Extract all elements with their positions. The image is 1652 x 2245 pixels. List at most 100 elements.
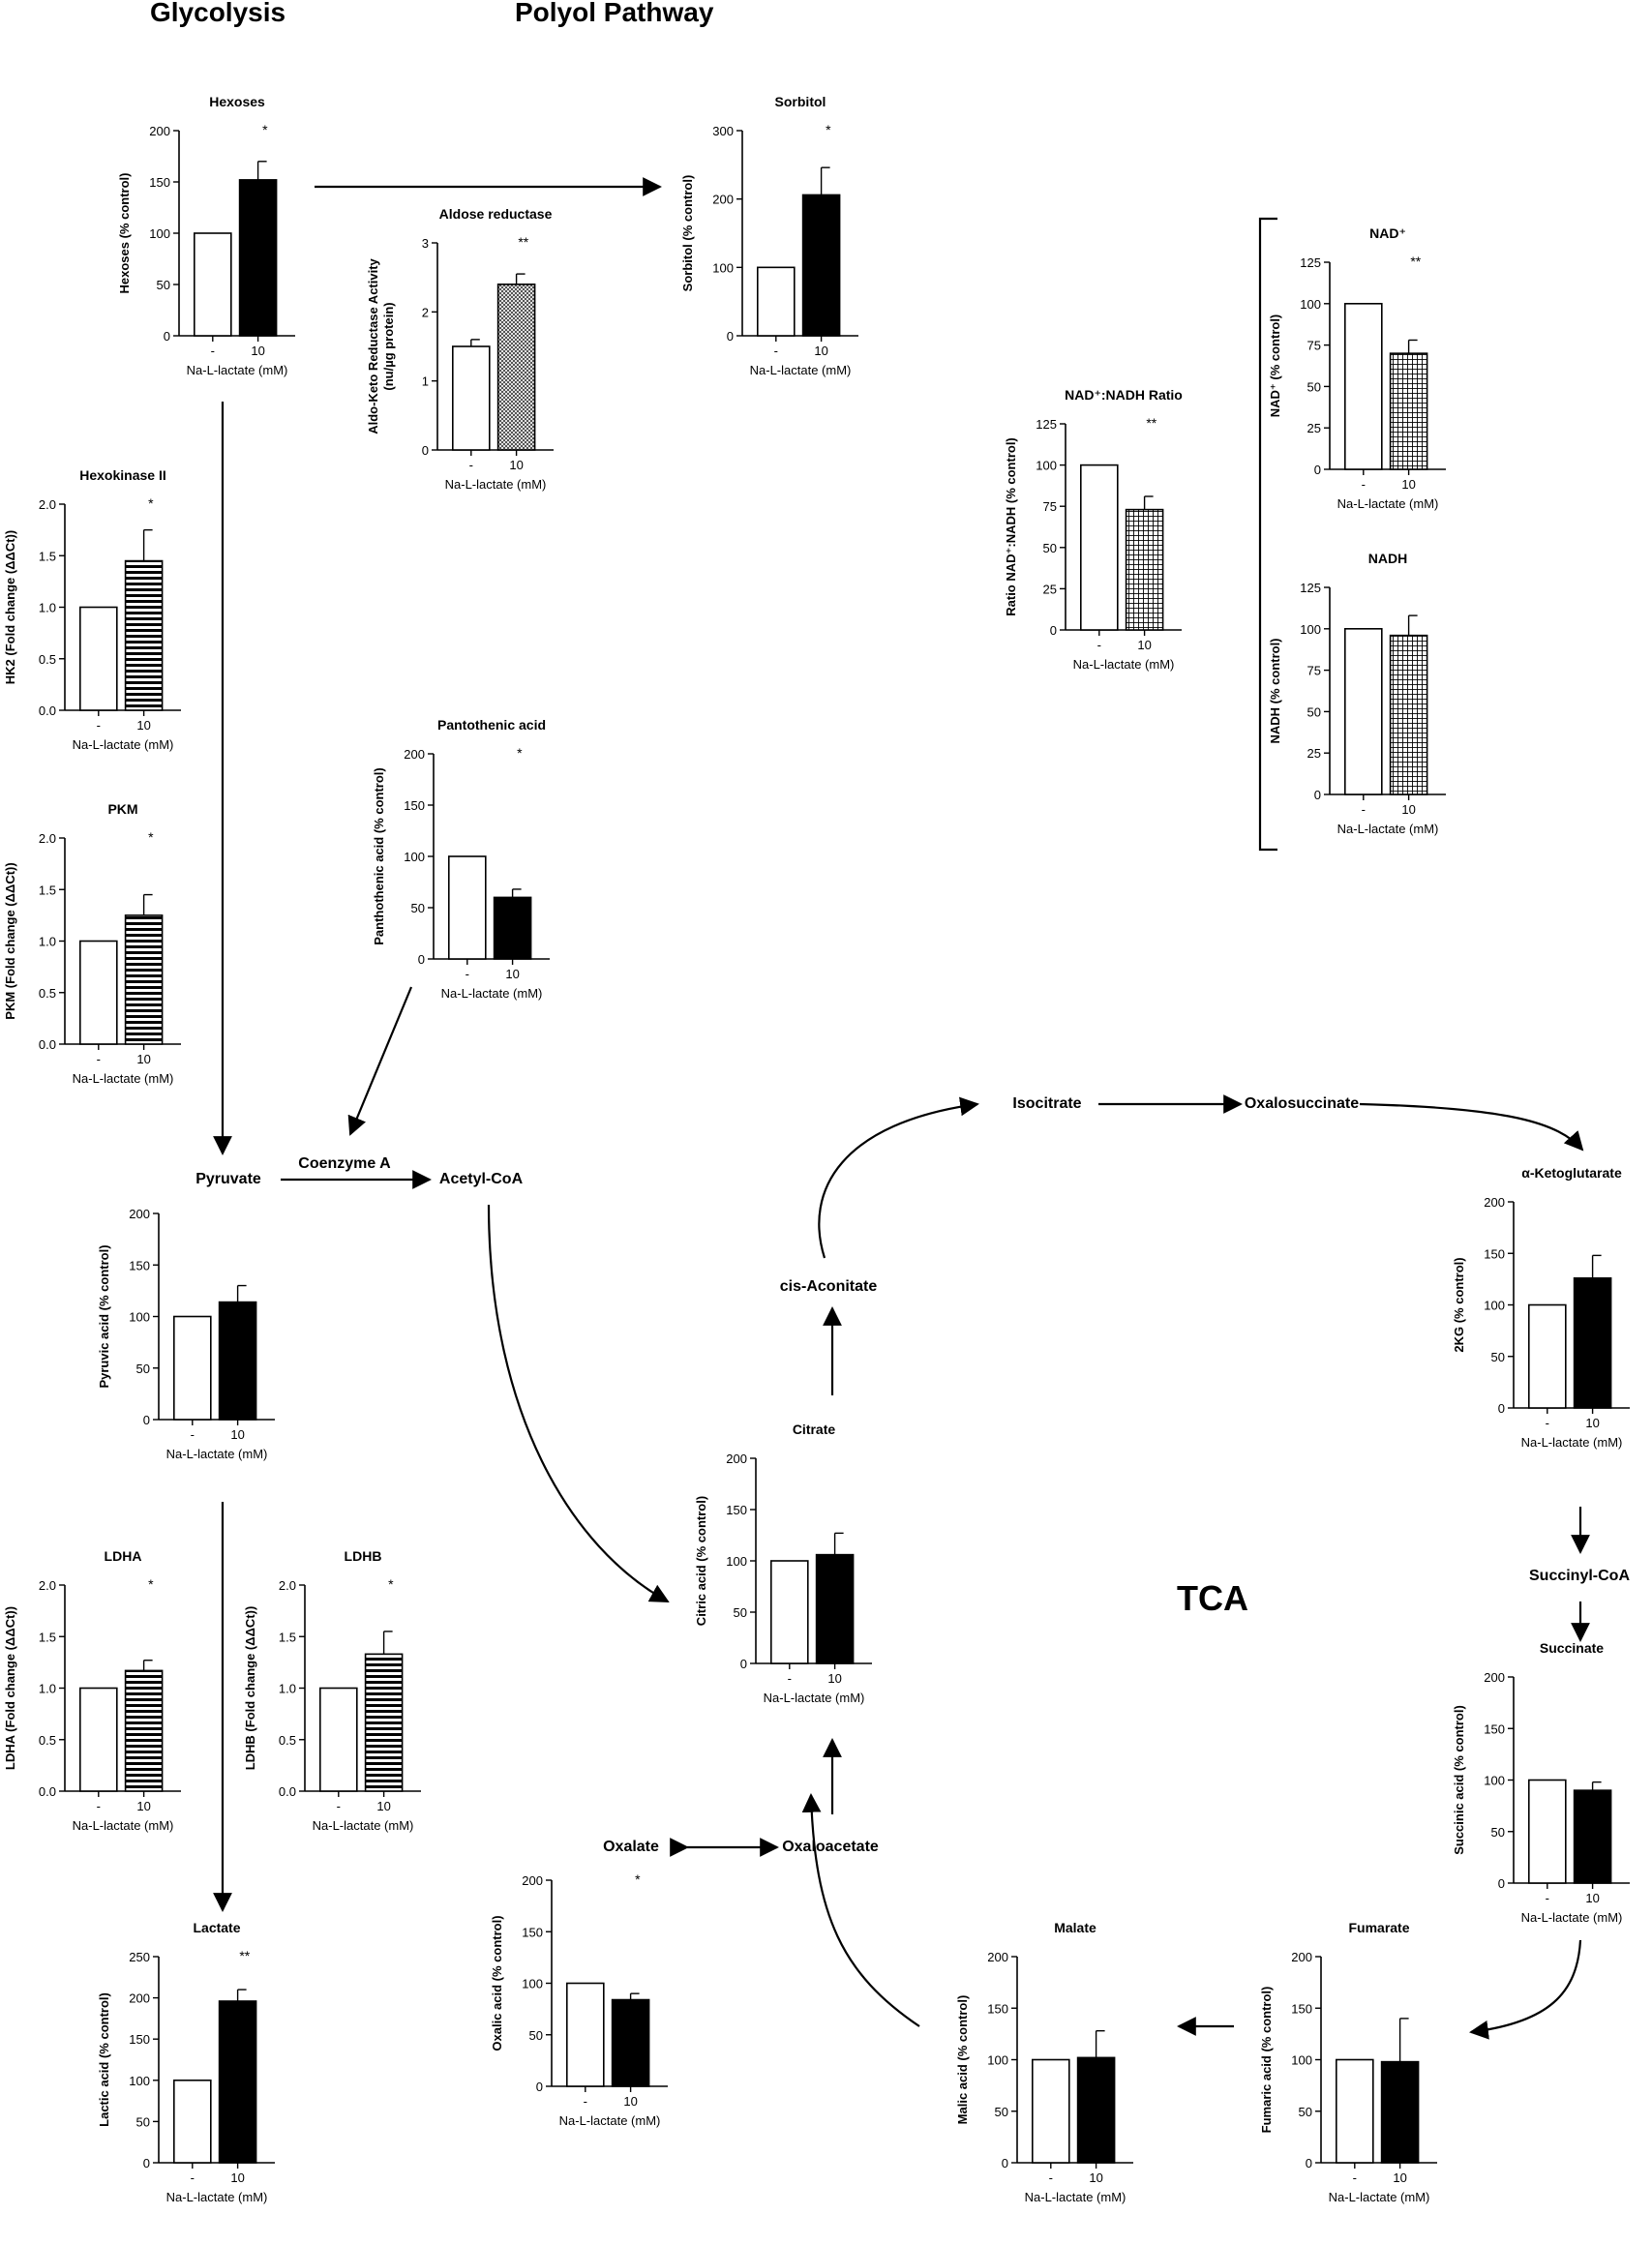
node-coenzyme-a: Coenzyme A bbox=[298, 1155, 391, 1172]
significance-marker: * bbox=[262, 122, 268, 137]
arrow-pantothenic-to-coa bbox=[347, 986, 413, 1136]
node-pyruvate: Pyruvate bbox=[195, 1171, 261, 1187]
significance-marker: ** bbox=[1410, 254, 1421, 269]
chart-title: Hexoses bbox=[209, 94, 265, 109]
chart-title: Malate bbox=[1054, 1920, 1096, 1935]
y-tick-label: 50 bbox=[529, 2028, 543, 2043]
x-axis-label: Na-L-lactate (mM) bbox=[1337, 822, 1439, 836]
y-axis-label: Panthothenic acid (% control) bbox=[372, 767, 386, 944]
x-axis-label: Na-L-lactate (mM) bbox=[441, 986, 543, 1001]
x-tick-label: - bbox=[1353, 2170, 1357, 2185]
y-tick-label: 0 bbox=[727, 329, 734, 344]
bar-control bbox=[1344, 303, 1383, 470]
y-tick-label: 50 bbox=[136, 1362, 150, 1376]
y-tick-label: 150 bbox=[404, 798, 425, 813]
x-tick-label: 10 bbox=[1585, 1891, 1599, 1905]
y-tick-label: 250 bbox=[129, 1950, 150, 1964]
y-tick-label: 100 bbox=[522, 1977, 543, 1991]
y-tick-label: 0 bbox=[1314, 788, 1321, 802]
bar-control bbox=[79, 606, 118, 711]
y-tick-label: 300 bbox=[712, 124, 734, 138]
chart-title: Sorbitol bbox=[775, 94, 826, 109]
x-tick-label: 10 bbox=[1585, 1416, 1599, 1430]
bar-control bbox=[194, 232, 232, 337]
x-axis-label: Na-L-lactate (mM) bbox=[559, 2113, 661, 2128]
y-axis-label: Fumaric acid (% control) bbox=[1259, 1987, 1274, 2134]
x-tick-label: 10 bbox=[509, 458, 523, 472]
x-tick-label: 10 bbox=[230, 1427, 244, 1442]
arrow-malate-to-oxaloacetate bbox=[801, 1793, 920, 2027]
y-tick-label: 1.5 bbox=[39, 1630, 56, 1644]
bar-control bbox=[1032, 2058, 1070, 2164]
bar-control bbox=[770, 1560, 809, 1664]
x-tick-label: 10 bbox=[251, 344, 264, 358]
chart-title: Citrate bbox=[793, 1422, 836, 1437]
y-tick-label: 50 bbox=[734, 1605, 747, 1620]
y-tick-label: 100 bbox=[129, 2074, 150, 2088]
bar-treated bbox=[364, 1653, 404, 1792]
y-tick-label: 200 bbox=[149, 124, 170, 138]
y-axis-label-2: (nu/µg protein) bbox=[381, 302, 396, 390]
y-tick-label: 0 bbox=[1306, 2156, 1312, 2170]
y-tick-label: 0 bbox=[740, 1657, 747, 1671]
chart-hk2: Hexokinase II*0.00.51.01.52.0-10Na-L-lac… bbox=[3, 467, 181, 752]
y-tick-label: 0.5 bbox=[39, 986, 56, 1001]
y-tick-label: 150 bbox=[522, 1925, 543, 1939]
y-tick-label: 200 bbox=[129, 1991, 150, 2006]
y-tick-label: 200 bbox=[404, 747, 425, 762]
x-tick-label: - bbox=[97, 1799, 101, 1813]
x-axis-label: Na-L-lactate (mM) bbox=[313, 1818, 414, 1833]
bar-treated bbox=[496, 284, 536, 451]
bar-treated bbox=[218, 2000, 257, 2164]
bar-control bbox=[173, 1315, 212, 1421]
arrow-aconitate-to-isocitrate bbox=[818, 1096, 979, 1259]
y-tick-label: 0 bbox=[536, 2080, 543, 2094]
chart-title: Fumarate bbox=[1348, 1920, 1409, 1935]
bar-treated bbox=[124, 559, 164, 711]
x-tick-label: - bbox=[469, 458, 473, 472]
chart-title: Aldose reductase bbox=[439, 206, 553, 222]
y-tick-label: 150 bbox=[129, 2032, 150, 2047]
y-tick-label: 50 bbox=[1307, 379, 1321, 394]
y-tick-label: 0 bbox=[1498, 1401, 1505, 1416]
chart-alpha_kg: α-Ketoglutarate050100150200-10Na-L-lacta… bbox=[1452, 1165, 1630, 1450]
y-tick-label: 2.0 bbox=[279, 1578, 296, 1593]
y-tick-label: 100 bbox=[1300, 297, 1321, 312]
x-tick-label: - bbox=[191, 1427, 195, 1442]
y-tick-label: 0.5 bbox=[39, 1733, 56, 1748]
y-tick-label: 200 bbox=[1484, 1670, 1505, 1685]
y-tick-label: 150 bbox=[1291, 2001, 1312, 2016]
y-tick-label: 100 bbox=[1484, 1299, 1505, 1313]
y-tick-label: 100 bbox=[726, 1554, 747, 1569]
y-tick-label: 0 bbox=[418, 952, 425, 967]
y-tick-label: 50 bbox=[411, 901, 425, 915]
bar-control bbox=[1528, 1779, 1567, 1884]
chart-title: Succinate bbox=[1540, 1640, 1604, 1656]
y-tick-label: 25 bbox=[1307, 421, 1321, 435]
y-axis-label: NADH (% control) bbox=[1268, 638, 1282, 743]
x-axis-label: Na-L-lactate (mM) bbox=[73, 1818, 174, 1833]
arrow-succinate-to-fumarate bbox=[1469, 1939, 1582, 2040]
y-axis-label: Aldo-Keto Reductase Activity bbox=[366, 257, 380, 434]
y-tick-label: 75 bbox=[1043, 499, 1057, 514]
y-tick-label: 100 bbox=[1036, 459, 1057, 473]
y-axis-label: Hexoses (% control) bbox=[117, 173, 132, 294]
y-tick-label: 0 bbox=[164, 329, 170, 344]
y-axis-label: Pyruvic acid (% control) bbox=[97, 1244, 111, 1388]
nad-bracket bbox=[1258, 217, 1277, 852]
chart-nad_ratio: NAD⁺:NADH Ratio**0255075100125-10Na-L-la… bbox=[1004, 387, 1183, 672]
x-tick-label: - bbox=[1546, 1891, 1549, 1905]
y-tick-label: 1.5 bbox=[39, 549, 56, 563]
y-tick-label: 100 bbox=[404, 850, 425, 864]
y-tick-label: 200 bbox=[1291, 1950, 1312, 1964]
significance-marker: * bbox=[148, 1576, 154, 1592]
chart-title: LDHB bbox=[345, 1548, 382, 1564]
x-tick-label: - bbox=[1049, 2170, 1053, 2185]
y-tick-label: 50 bbox=[1043, 541, 1057, 555]
y-tick-label: 1.0 bbox=[39, 935, 56, 949]
y-axis-label: NAD⁺ (% control) bbox=[1268, 314, 1282, 418]
bar-control bbox=[757, 266, 796, 337]
